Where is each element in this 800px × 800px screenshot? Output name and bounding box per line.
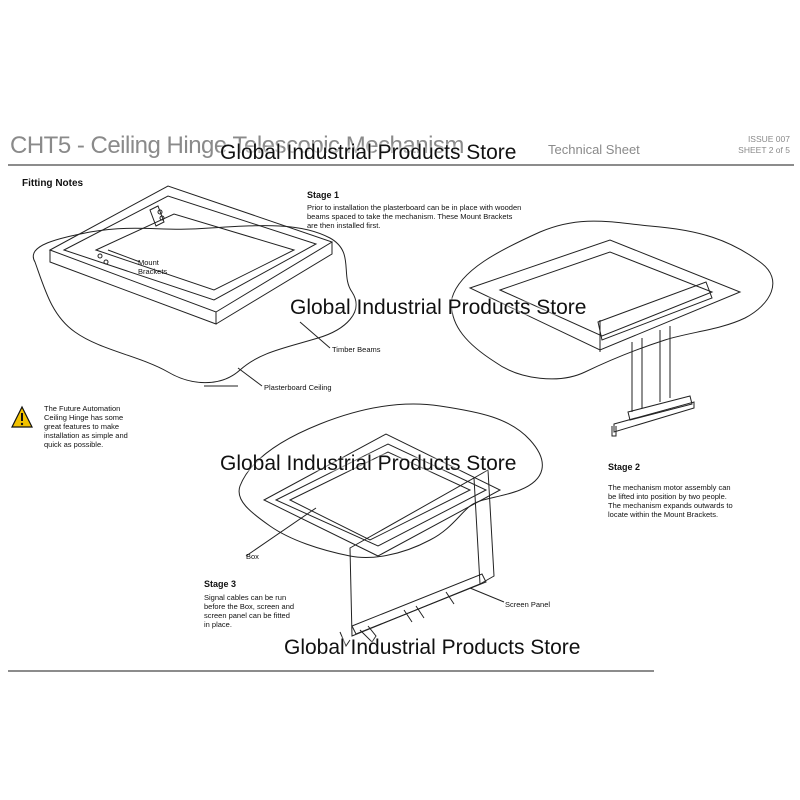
stage2-line: The mechanism expands outwards to [608, 501, 733, 510]
stage1-line: Prior to installation the plasterboard c… [307, 203, 522, 212]
stage2-heading: Stage 2 [608, 462, 641, 472]
stage3-line: in place. [204, 620, 232, 629]
stage3-line: before the Box, screen and [204, 602, 295, 611]
stage1-heading: Stage 1 [307, 190, 340, 200]
sheet-title: CHT5 - Ceiling Hinge Telescopic Mechanis… [10, 132, 464, 159]
note-line: quick as possible. [44, 440, 104, 449]
screen-panel-label: Screen Panel [505, 600, 551, 609]
header-rule [8, 164, 794, 166]
note-line: installation as simple and [44, 431, 128, 440]
stage1-line: beams spaced to take the mechanism. Thes… [307, 212, 513, 221]
watermark: Global Industrial Products Store [284, 636, 581, 659]
stage2-line: be lifted into position by two people. [608, 492, 727, 501]
sheet-subtitle: Technical Sheet [548, 142, 640, 157]
sheet-number: SHEET 2 of 5 [738, 145, 790, 155]
stage3-text: Signal cables can be run before the Box,… [204, 593, 334, 629]
mount-brackets-label: Mount Brackets [138, 258, 167, 276]
fitting-notes-heading: Fitting Notes [22, 178, 84, 189]
watermark: Global Industrial Products Store [220, 452, 517, 475]
stage3-drawing [238, 403, 543, 648]
stage3-heading: Stage 3 [204, 579, 237, 589]
plasterboard-ceiling-label: Plasterboard Ceiling [264, 383, 332, 392]
watermark: Global Industrial Products Store [220, 141, 517, 164]
warning-icon [11, 405, 33, 428]
stage2-text: The mechanism motor assembly can be lift… [608, 483, 778, 519]
watermark: Global Industrial Products Store [290, 296, 587, 319]
stage2-line: locate within the Mount Brackets. [608, 510, 719, 519]
footer-rule [8, 670, 654, 672]
stage1-text: Prior to installation the plasterboard c… [307, 203, 567, 230]
label-line: Brackets [138, 267, 168, 276]
stage3-line: screen panel can be fitted [204, 611, 290, 620]
issue-number: ISSUE 007 [747, 134, 790, 144]
fitting-notes-text: The Future Automation Ceiling Hinge has … [44, 404, 154, 449]
note-line: The Future Automation [44, 404, 121, 413]
stage1-line: are then installed first. [307, 221, 381, 230]
label-line: Mount [138, 258, 159, 267]
stage3-line: Signal cables can be run [204, 593, 287, 602]
stage2-line: The mechanism motor assembly can [608, 483, 731, 492]
note-line: great features to make [44, 422, 120, 431]
stage2-drawing [451, 220, 774, 437]
stage1-drawing [32, 185, 357, 387]
note-line: Ceiling Hinge has some [44, 413, 124, 422]
issue-block: ISSUE 007 SHEET 2 of 5 [738, 134, 790, 156]
box-label: Box [246, 552, 259, 561]
timber-beams-label: Timber Beams [332, 345, 381, 354]
